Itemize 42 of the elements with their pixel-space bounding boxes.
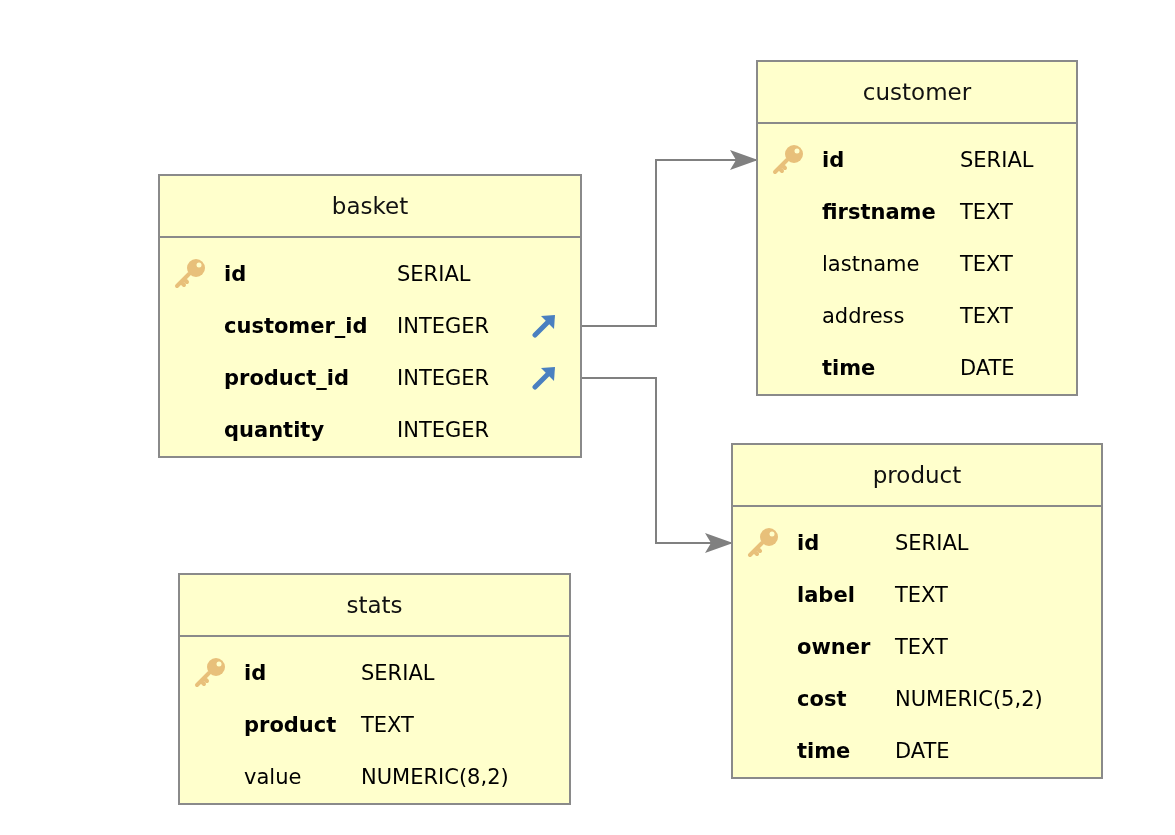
column-type: DATE [895,739,950,763]
column-type: TEXT [361,713,414,737]
column-name: product_id [224,366,350,390]
column-name: address [822,304,906,328]
column-name: id [797,531,821,555]
table-box [158,174,582,458]
column-name: firstname [822,200,937,224]
table-name: basket [331,193,409,219]
column-type: DATE [960,356,1015,380]
column-name: id [244,661,268,685]
column-type: TEXT [960,200,1013,224]
column-type: NUMERIC(8,2) [361,765,509,789]
column-type: TEXT [960,304,1013,328]
column-name: time [797,739,852,763]
column-type: NUMERIC(5,2) [895,687,1043,711]
column-name: product [244,713,338,737]
table-box [756,60,1078,396]
column-type: TEXT [895,583,948,607]
column-type: SERIAL [397,262,471,286]
table-name: product [872,462,962,488]
column-name: time [822,356,877,380]
column-type: INTEGER [397,366,490,390]
column-name: owner [797,635,872,659]
column-name: quantity [224,418,326,442]
column-name: label [797,583,856,607]
table-name: stats [346,592,403,618]
column-name: id [224,262,248,286]
table-name: customer [862,79,972,105]
column-type: INTEGER [397,418,490,442]
column-name: cost [797,687,848,711]
table-box [731,443,1103,779]
column-name: lastname [822,252,921,276]
column-name: id [822,148,846,172]
column-name: value [244,765,303,789]
column-type: TEXT [895,635,948,659]
table-box [178,573,571,805]
column-type: INTEGER [397,314,490,338]
column-name: customer_id [224,314,369,338]
column-type: SERIAL [960,148,1034,172]
column-type: SERIAL [361,661,435,685]
column-type: TEXT [960,252,1013,276]
column-type: SERIAL [895,531,969,555]
